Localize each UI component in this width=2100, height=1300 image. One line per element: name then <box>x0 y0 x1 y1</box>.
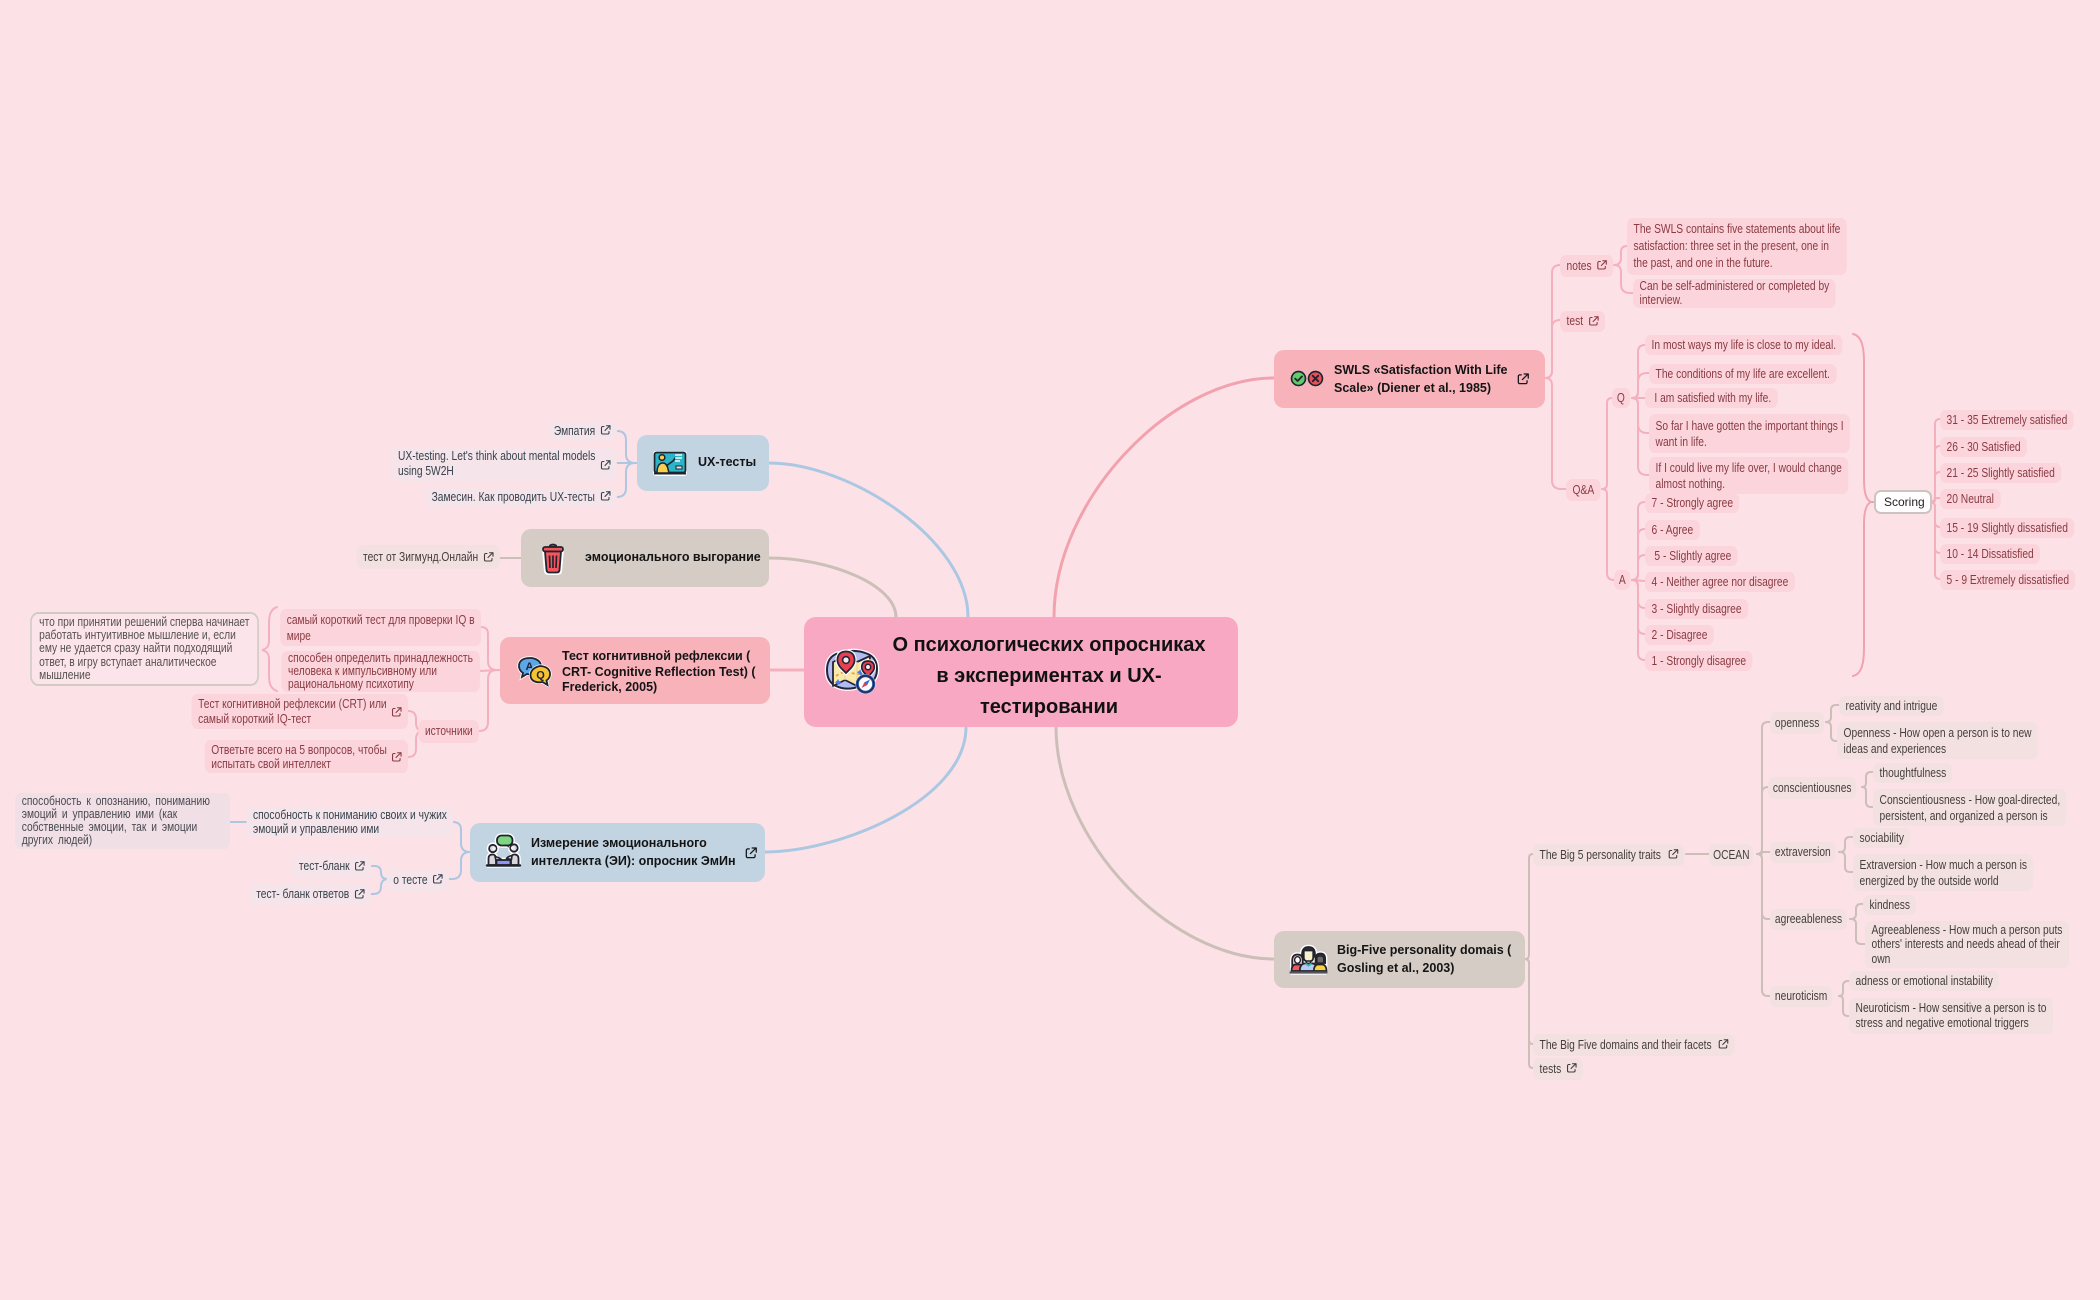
svg-text:Q: Q <box>536 670 545 682</box>
svg-text:A: A <box>526 661 534 673</box>
